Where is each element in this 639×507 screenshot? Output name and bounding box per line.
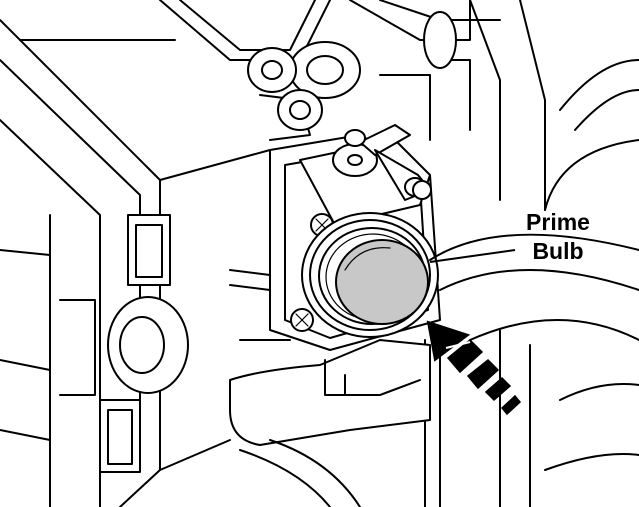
prime-bulb-assembly: [301, 212, 439, 338]
left-housing: [0, 19, 271, 507]
callout-label-bulb: Bulb: [532, 238, 583, 264]
callout-leader-line: [429, 249, 516, 263]
prime-bulb: [335, 239, 429, 325]
bottom-housing: [159, 269, 431, 507]
press-direction-arrow-icon: [426, 320, 522, 416]
callout-label-prime: Prime: [526, 209, 590, 235]
screw-top-right: [412, 180, 432, 200]
right-housing: [424, 0, 639, 507]
top-fittings: [159, 0, 501, 141]
mount-hole: [119, 316, 165, 374]
lower-clip: [99, 399, 141, 473]
